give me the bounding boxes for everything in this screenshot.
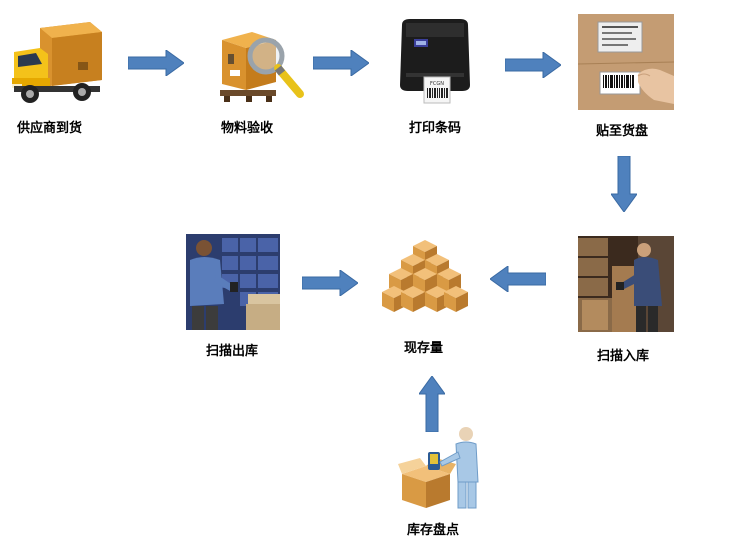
- node-label-scan-outbound: 扫描出库: [206, 344, 259, 359]
- node-label-current-stock: 现存量: [404, 341, 444, 356]
- flow-arrow-right: [302, 270, 358, 296]
- node-label-material-inspection: 物料验收: [221, 121, 274, 136]
- scan-outbound-photo: [186, 234, 280, 330]
- inspection-box-icon: [216, 20, 306, 106]
- scan-inbound-photo: [578, 236, 674, 332]
- node-label-inventory-count: 库存盘点: [407, 523, 460, 538]
- node-label-scan-inbound: 扫描入库: [597, 349, 650, 364]
- stacked-boxes-icon: [382, 240, 468, 320]
- flow-arrow-down: [611, 156, 637, 212]
- printer-icon: FCGN: [396, 15, 474, 105]
- flow-arrow-up: [419, 376, 445, 432]
- flow-arrow-right: [128, 50, 184, 76]
- flow-arrow-right: [313, 50, 369, 76]
- flow-arrow-right: [505, 52, 561, 78]
- barcode-on-pallet-photo: [578, 14, 674, 110]
- node-label-supplier-arrival: 供应商到货: [17, 121, 83, 136]
- flow-arrow-left: [490, 266, 546, 292]
- truck-icon: [10, 18, 102, 104]
- inventory-count-icon: [398, 424, 482, 510]
- node-label-attach-to-pallet: 贴至货盘: [596, 124, 649, 139]
- barcode-label-text: FCGN: [430, 81, 444, 87]
- node-label-print-barcode: 打印条码: [409, 121, 462, 136]
